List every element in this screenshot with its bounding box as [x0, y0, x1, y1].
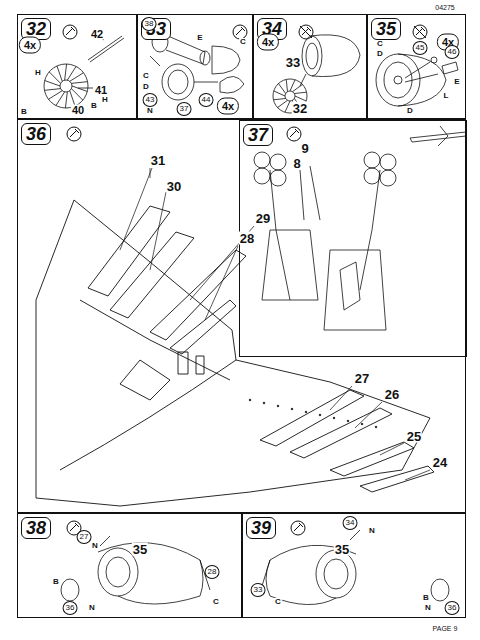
step-number: 38: [21, 517, 51, 539]
alignment-letter: N: [91, 542, 99, 550]
part-number: 45: [413, 41, 428, 55]
alignment-letter: D: [142, 83, 150, 91]
step-number: 35: [371, 18, 401, 40]
part-number: 34: [343, 516, 358, 530]
part-number: 42: [90, 29, 104, 40]
alignment-letter: N: [88, 604, 96, 612]
part-number: 25: [406, 430, 422, 443]
part-number: 28: [205, 565, 220, 579]
part-number: 8: [292, 157, 301, 170]
engine-assembly: [376, 54, 458, 106]
fan-part: [44, 34, 124, 108]
step-panel: 35: [367, 14, 466, 119]
glue-icons: [63, 25, 427, 535]
part-number: 41: [94, 85, 108, 96]
part-number: 44: [199, 93, 214, 107]
nacelle-assembly: [61, 530, 449, 605]
part-number: 27: [77, 530, 92, 544]
part-number: 32: [292, 102, 308, 115]
alignment-letter: C: [142, 72, 150, 80]
part-number: 33: [285, 56, 301, 69]
alignment-letter: N: [424, 604, 432, 612]
step-number: 39: [246, 517, 276, 539]
alignment-letter: C: [212, 598, 220, 606]
alignment-letter: B: [20, 108, 28, 116]
alignment-letter: C: [239, 38, 247, 46]
part-number: 38: [142, 17, 157, 31]
part-number: 40: [71, 105, 85, 116]
step-panel: 36 37: [17, 119, 466, 513]
alignment-letter: L: [443, 92, 450, 100]
part-number: 46: [445, 45, 460, 59]
part-number: 36: [445, 601, 460, 615]
page-note: PAGE 9: [432, 625, 459, 632]
wing-part: [36, 200, 434, 506]
alignment-letter: D: [376, 50, 384, 58]
part-number: 28: [239, 232, 255, 245]
quantity-mark: 4x: [217, 98, 239, 115]
part-number: 33: [251, 583, 266, 597]
step-panel: 37: [239, 120, 467, 357]
part-number: 35: [132, 543, 148, 556]
alignment-letter: H: [34, 69, 42, 77]
step-panel: 32: [17, 14, 137, 119]
step-panel: 34: [253, 14, 367, 119]
part-number: 43: [143, 93, 158, 107]
alignment-letter: B: [422, 594, 430, 602]
nacelle-part: [273, 35, 360, 113]
step-number: 36: [21, 123, 51, 145]
alignment-letter: C: [376, 40, 384, 48]
leader-lines: [120, 168, 430, 480]
part-number: 36: [63, 601, 78, 615]
part-number: 24: [432, 456, 448, 469]
part-number: 37: [177, 102, 192, 116]
alignment-letter: N: [146, 107, 154, 115]
quantity-mark: 4x: [19, 37, 41, 54]
engine-parts: [150, 32, 244, 100]
alignment-letter: D: [406, 107, 414, 115]
quantity-mark: 4x: [257, 34, 279, 51]
alignment-letter: B: [52, 578, 60, 586]
part-number: 31: [150, 154, 166, 167]
part-number: 27: [354, 372, 370, 385]
alignment-letter: B: [90, 102, 98, 110]
page-note: 04275: [434, 4, 455, 11]
alignment-letter: E: [453, 78, 460, 86]
landing-gear: [254, 126, 466, 330]
part-number: 30: [166, 180, 182, 193]
part-number: 9: [300, 142, 309, 155]
alignment-letter: H: [101, 96, 109, 104]
alignment-letter: E: [196, 34, 203, 42]
part-number: 26: [384, 388, 400, 401]
alignment-letter: C: [274, 598, 282, 606]
part-number: 29: [255, 212, 271, 225]
part-number: 35: [334, 543, 350, 556]
alignment-letter: N: [368, 527, 376, 535]
step-number: 37: [243, 124, 273, 146]
